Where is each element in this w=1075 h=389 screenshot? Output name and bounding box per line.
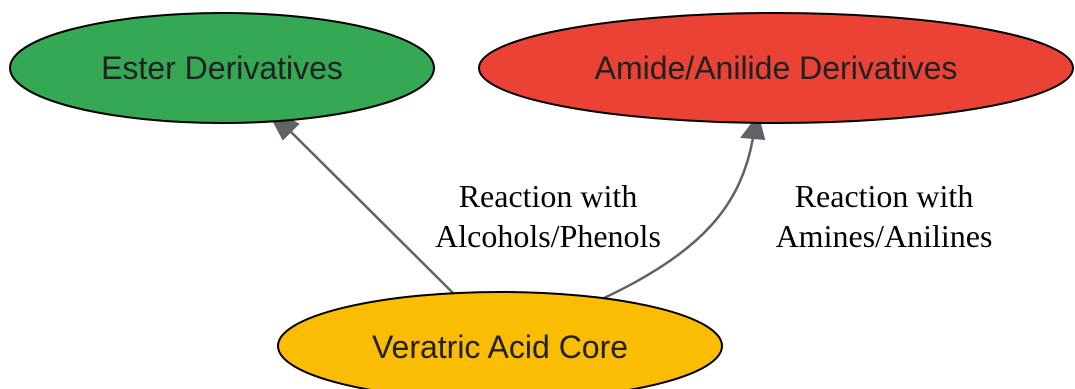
edge-label-amide-line1: Reaction with bbox=[795, 178, 974, 214]
node-veratric-acid-core[interactable]: Veratric Acid Core bbox=[277, 291, 723, 389]
edge-label-to-ester: Reaction with Alcohols/Phenols bbox=[435, 178, 661, 254]
node-core-shape bbox=[277, 291, 723, 389]
node-amide-shape bbox=[478, 12, 1074, 124]
edge-line-core-to-amide bbox=[603, 137, 755, 300]
node-ester-label: Ester Derivatives bbox=[101, 50, 343, 86]
node-amide-label: Amide/Anilide Derivatives bbox=[595, 50, 958, 86]
node-ester-derivatives[interactable]: Ester Derivatives bbox=[9, 12, 435, 124]
edge-label-ester-line1: Reaction with bbox=[459, 178, 638, 214]
node-ester-shape bbox=[9, 12, 435, 124]
edge-label-ester-line2: Alcohols/Phenols bbox=[435, 218, 661, 254]
edge-label-amide-line2: Amines/Anilines bbox=[776, 218, 993, 254]
edge-label-to-amide: Reaction with Amines/Anilines bbox=[776, 178, 993, 254]
node-core-label: Veratric Acid Core bbox=[372, 329, 628, 365]
edge-core-to-ester bbox=[263, 104, 457, 297]
edge-line-core-to-ester bbox=[282, 123, 457, 297]
node-amide-derivatives[interactable]: Amide/Anilide Derivatives bbox=[478, 12, 1074, 124]
